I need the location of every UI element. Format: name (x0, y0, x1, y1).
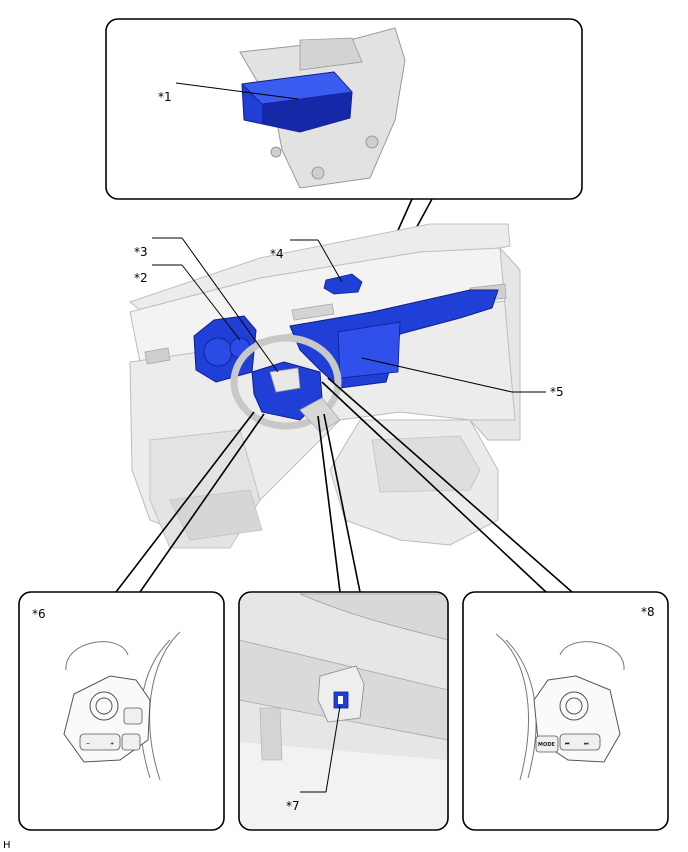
switch-next-label: ⏭ (584, 741, 589, 747)
callout-5-label: *5 (550, 385, 564, 399)
callout-7-group: *7 (286, 705, 341, 813)
detail-frame-right: MODE ⏮ ⏭ (462, 591, 669, 831)
leader-lines-bottom (115, 377, 573, 593)
callout-5-group: *5 (361, 357, 564, 399)
switch-minus-label: − (86, 741, 90, 747)
callout-3-group: *3 (134, 237, 279, 373)
switch-plus-label: + (110, 741, 114, 747)
callout-4-label: *4 (270, 247, 284, 261)
detail-frame-top (105, 18, 583, 200)
switch-prev-label: ⏮ (565, 741, 570, 747)
callout-1-label: *1 (158, 90, 172, 104)
detail-frame-left: − + (18, 591, 225, 831)
callout-8-label: *8 (641, 605, 655, 619)
callout-7-label: *7 (286, 799, 300, 813)
callout-1-group: *1 (158, 82, 299, 104)
callout-6-label: *6 (32, 607, 46, 621)
switch-mode-label: MODE (538, 742, 555, 748)
figure-id: H (3, 840, 11, 851)
callout-2-label: *2 (134, 271, 148, 285)
detail-frame-middle (238, 591, 449, 831)
callout-2-group: *2 (134, 264, 241, 341)
callout-3-label: *3 (134, 245, 148, 259)
callout-4-group: *4 (270, 239, 343, 283)
